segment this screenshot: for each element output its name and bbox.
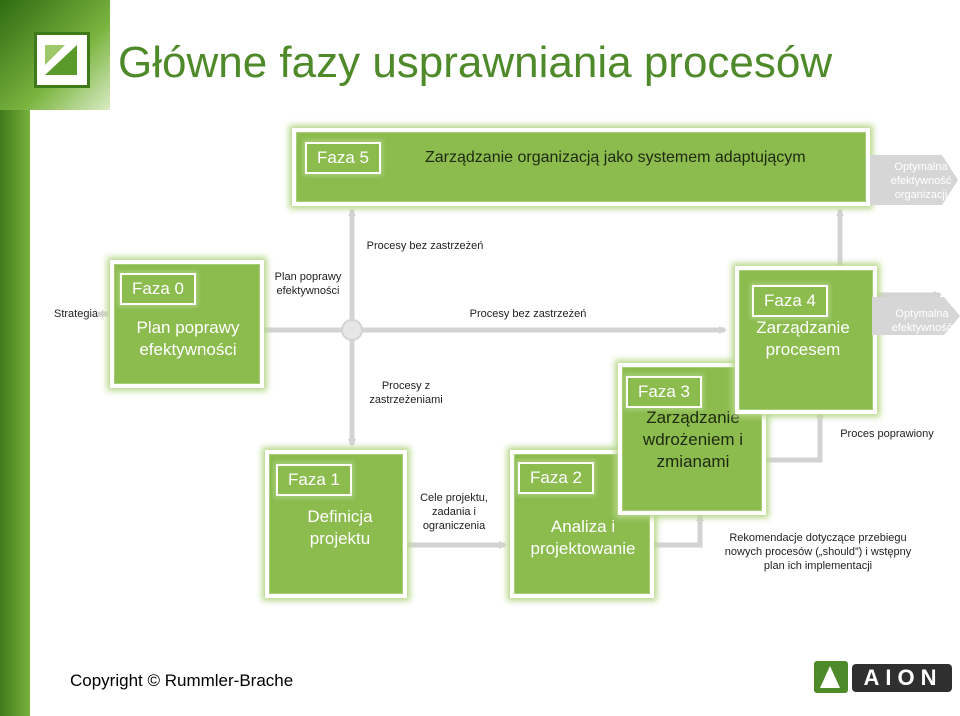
phase2-tag: Faza 2: [518, 462, 594, 494]
phase0-text: Plan poprawy efektywności: [136, 318, 240, 359]
label-procesy-z: Procesy z zastrzeżeniami: [369, 380, 443, 406]
phase5-text: Zarządzanie organizacją jako systemem ad…: [425, 149, 806, 166]
label-procesy-top: Procesy bez zastrzeżeń: [366, 240, 484, 252]
phase2-text: Analiza i projektowanie: [530, 517, 636, 558]
aion-logo: AION: [814, 658, 956, 696]
label-plan-poprawy: Plan poprawy efektywności: [274, 271, 342, 297]
phase5-box: [292, 128, 870, 206]
output-arrow-organization: [870, 155, 958, 205]
label-cele: Cele projektu, zadania i ograniczenia: [420, 492, 488, 532]
label-proces-poprawiony: Proces poprawiony: [840, 428, 934, 440]
junction-node: [341, 319, 363, 341]
label-optymalna-procesow: Optymalna efektywność procesów: [891, 308, 953, 348]
copyright-text: Copyright © Rummler-Brache: [70, 671, 294, 690]
label-strategia: Strategia: [53, 308, 99, 320]
label-rekomendacje: Rekomendacje dotyczące przebiegu nowych …: [724, 532, 912, 572]
phase4-text: Zarządzanie procesem: [756, 318, 850, 359]
phase0-tag: Faza 0: [120, 273, 196, 305]
aion-logo-text: AION: [863, 665, 943, 690]
label-optymalna-organizacji: Optymalna efektywność organizacji: [890, 161, 952, 201]
phase3-text: Zarządzanie wdrożeniem i zmianami: [642, 408, 744, 471]
phase3-tag: Faza 3: [626, 376, 702, 408]
corner-logo-icon: [34, 32, 90, 88]
connector-faza3-faza4: [766, 410, 824, 463]
phase1-tag: Faza 1: [276, 464, 352, 496]
output-arrow-process: [872, 297, 960, 335]
phase4-tag: Faza 4: [752, 285, 828, 317]
page-title: Główne fazy usprawniania procesów: [118, 38, 833, 87]
label-procesy-mid: Procesy bez zastrzeżeń: [469, 308, 587, 320]
phase1-text: Definicja projektu: [307, 507, 373, 548]
left-decorative-strip: [0, 0, 30, 716]
phase5-tag: Faza 5: [305, 142, 381, 174]
connector-faza2-faza3: [650, 513, 704, 548]
